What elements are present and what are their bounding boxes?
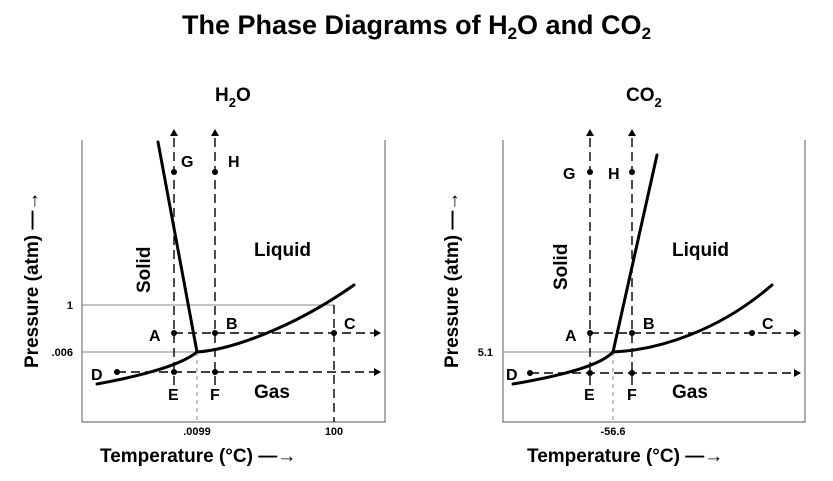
co2-marker-b xyxy=(629,330,635,336)
co2-region-solid: Solid xyxy=(551,244,572,290)
co2-label-g: G xyxy=(563,166,575,183)
h2o-marker-c xyxy=(331,330,337,336)
h2o-x-tick-100: 100 xyxy=(325,426,343,438)
co2-marker-d xyxy=(527,370,533,376)
co2-x-axis-label: Temperature (°C) —→ xyxy=(527,446,723,467)
h2o-y-axis-label: Pressure (atm) —→ xyxy=(22,192,43,368)
co2-marker-a xyxy=(587,330,593,336)
co2-diagram: CO2 xyxy=(442,85,806,467)
co2-region-gas: Gas xyxy=(672,382,708,403)
h2o-marker-g xyxy=(171,169,177,175)
h2o-label-b: B xyxy=(226,316,238,333)
co2-label-d: D xyxy=(506,367,518,384)
page-title-subscript-2: 2 xyxy=(641,24,652,43)
h2o-region-solid: Solid xyxy=(134,247,155,293)
co2-vapor-pressure-curve xyxy=(611,283,774,354)
h2o-plot-frame xyxy=(81,140,386,423)
h2o-marker-h xyxy=(212,169,218,175)
h2o-sublimation-curve xyxy=(95,350,199,386)
co2-label-a: A xyxy=(565,328,577,345)
h2o-marker-a xyxy=(171,330,177,336)
h2o-marker-e xyxy=(171,369,177,375)
h2o-title: H2O xyxy=(215,85,251,110)
h2o-label-e: E xyxy=(168,387,179,404)
h2o-x-tick-0099: .0099 xyxy=(183,426,211,438)
h2o-marker-f xyxy=(212,369,218,375)
h2o-reference-lines xyxy=(82,304,334,422)
co2-plot-frame xyxy=(502,140,806,423)
h2o-marker-d xyxy=(114,369,120,375)
co2-label-c: C xyxy=(762,316,774,333)
h2o-x-axis-label: Temperature (°C) —→ xyxy=(100,446,296,467)
page-title-middle: O and CO xyxy=(517,10,642,40)
co2-marker-h xyxy=(629,169,635,175)
co2-label-h: H xyxy=(608,166,620,183)
co2-marker-e xyxy=(587,370,593,376)
co2-reference-lines xyxy=(503,351,614,422)
h2o-isotherms xyxy=(117,129,381,422)
co2-solid-liquid-boundary xyxy=(611,153,659,354)
h2o-vapor-pressure-curve xyxy=(195,283,356,354)
h2o-label-h: H xyxy=(228,154,240,171)
page-title-subscript-1: 2 xyxy=(507,24,518,43)
co2-label-b: B xyxy=(643,316,655,333)
co2-y-axis-label: Pressure (atm) —→ xyxy=(442,192,463,368)
page-title-prefix: The Phase Diagrams of H xyxy=(181,10,508,40)
co2-sublimation-curve xyxy=(511,350,615,386)
h2o-point-markers xyxy=(114,169,337,375)
h2o-region-gas: Gas xyxy=(254,382,290,403)
h2o-region-liquid: Liquid xyxy=(254,240,311,261)
co2-point-markers xyxy=(527,169,755,376)
co2-marker-g xyxy=(587,169,593,175)
co2-marker-f xyxy=(629,370,635,376)
co2-y-tick-5-1: 5.1 xyxy=(478,347,493,359)
h2o-label-a: A xyxy=(149,328,161,345)
h2o-label-c: C xyxy=(344,316,356,333)
h2o-label-f: F xyxy=(210,387,220,404)
h2o-solid-liquid-boundary xyxy=(156,140,199,354)
h2o-label-g: G xyxy=(181,154,193,171)
h2o-diagram: H2O xyxy=(22,85,386,467)
co2-x-tick-56-6: -56.6 xyxy=(600,426,625,438)
co2-phase-boundaries xyxy=(511,153,774,386)
h2o-phase-boundaries xyxy=(95,140,356,386)
h2o-label-d: D xyxy=(91,367,103,384)
co2-label-e: E xyxy=(584,387,595,404)
h2o-y-tick-1: 1 xyxy=(67,300,73,312)
h2o-y-tick-006: .006 xyxy=(52,347,73,359)
co2-marker-c xyxy=(749,330,755,336)
co2-title: CO2 xyxy=(626,85,662,110)
co2-region-liquid: Liquid xyxy=(672,240,729,261)
h2o-marker-b xyxy=(212,330,218,336)
co2-label-f: F xyxy=(627,387,637,404)
page-title: The Phase Diagrams of H2O and CO2 xyxy=(0,10,833,44)
